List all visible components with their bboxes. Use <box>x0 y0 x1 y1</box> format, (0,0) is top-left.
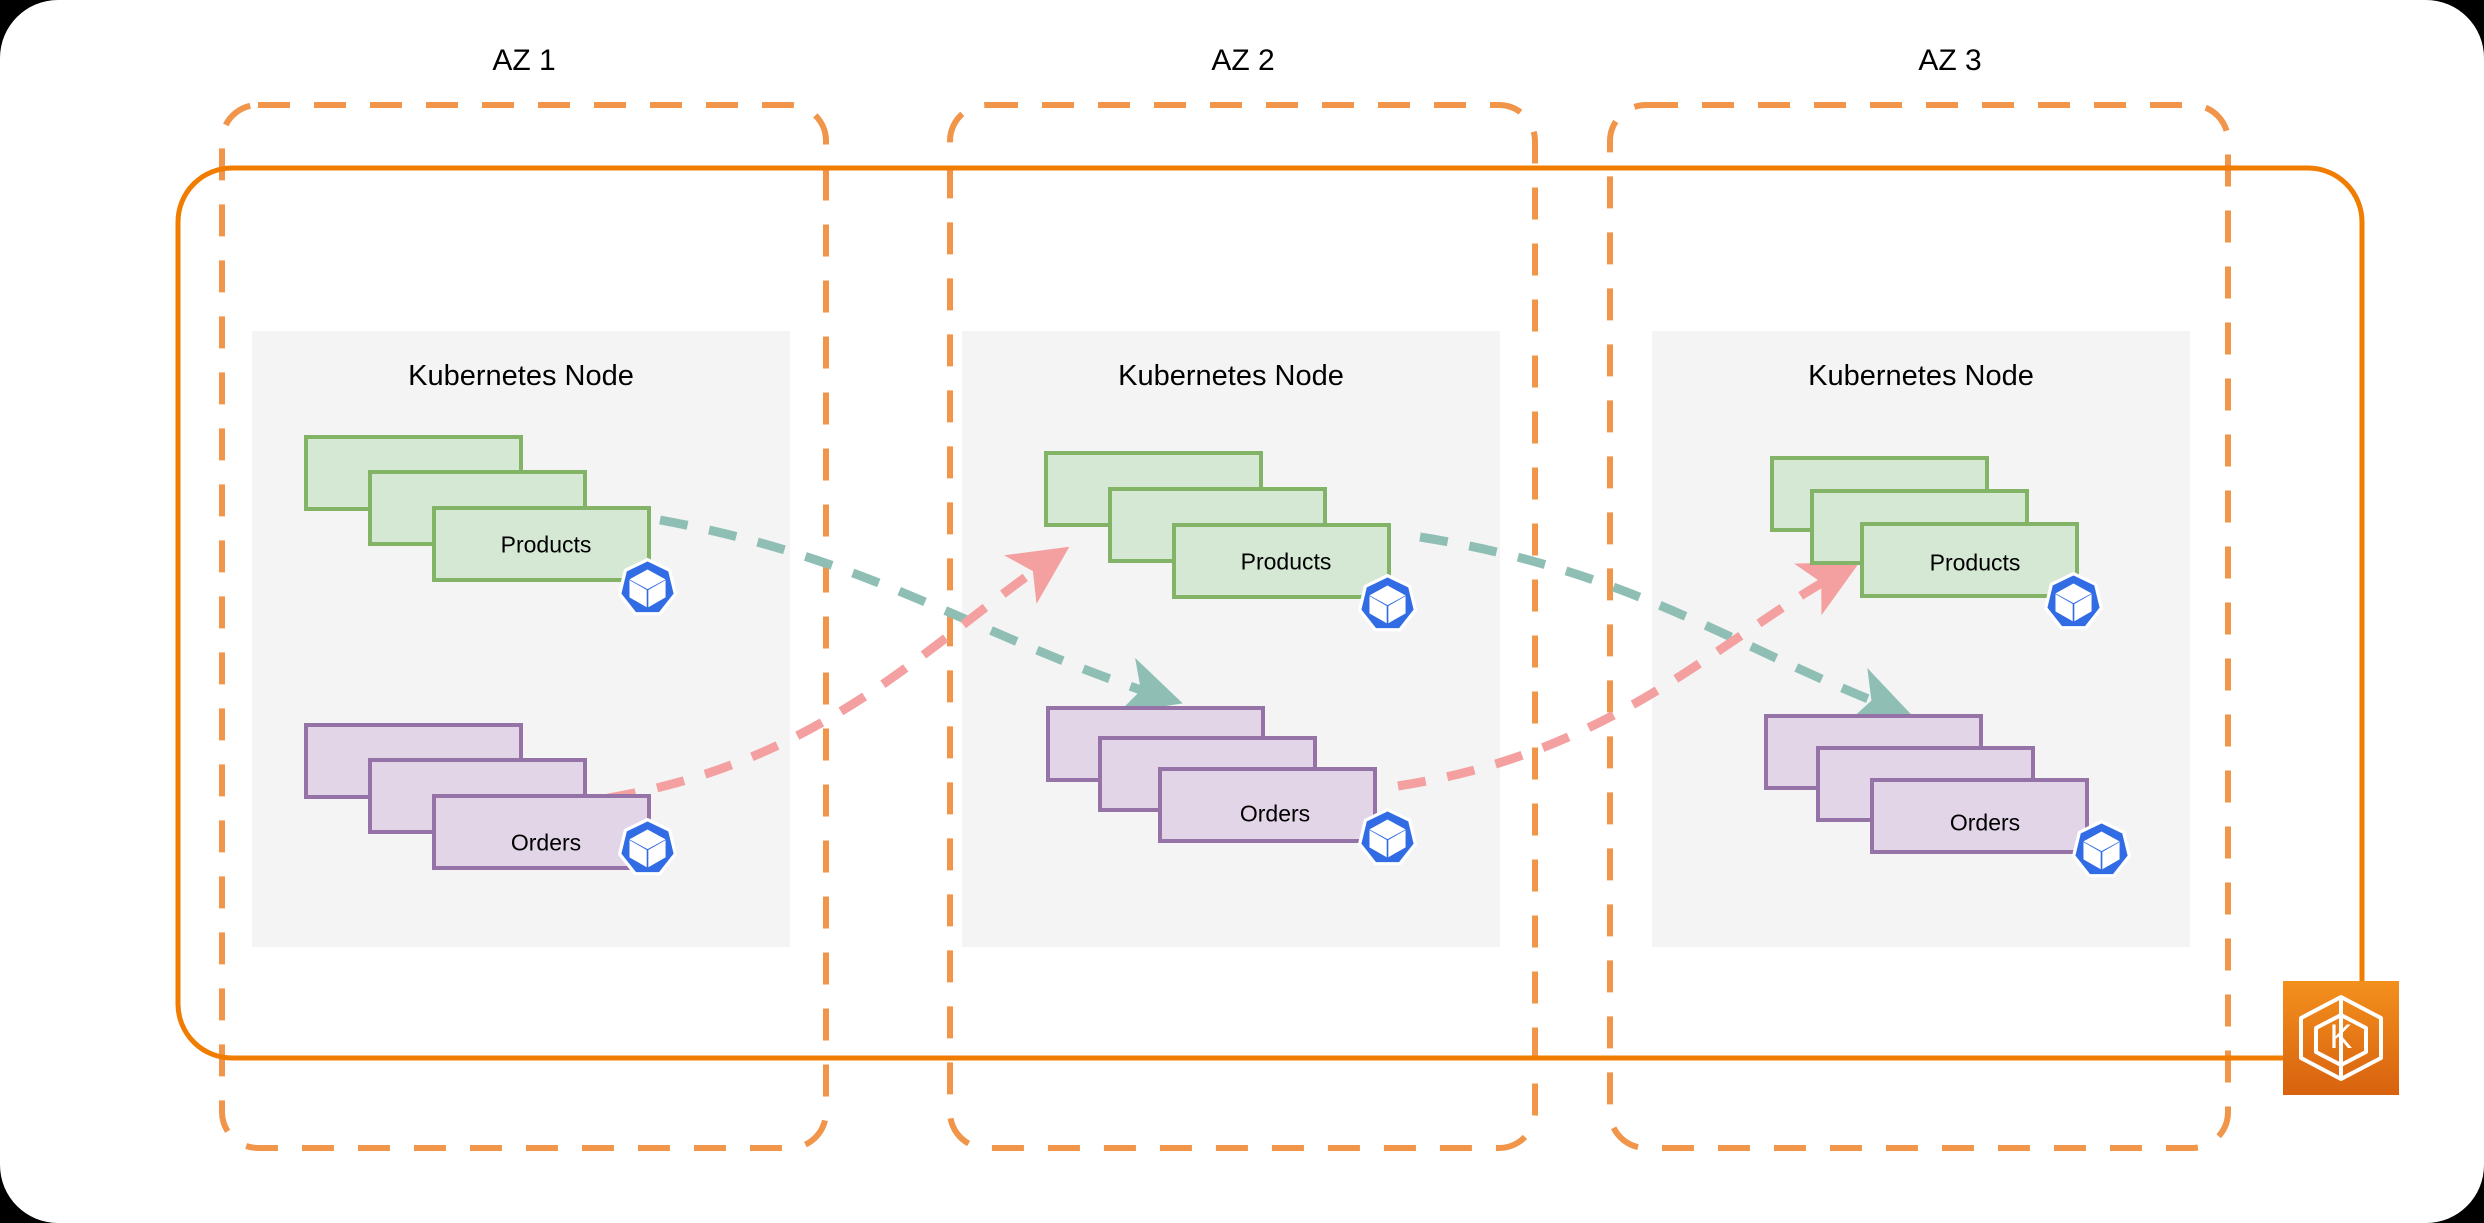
kubernetes-icon <box>618 558 678 616</box>
pod-stack-orders-az2[interactable] <box>1046 706 1377 843</box>
pod-stack-products-az3[interactable] <box>1770 456 2079 598</box>
pod-label-orders-az1: Orders <box>510 829 582 856</box>
node-title-az3: Kubernetes Node <box>1808 360 2034 392</box>
connection-products-az1-to-orders-az2 <box>659 515 1183 714</box>
kubernetes-icon <box>2072 820 2132 878</box>
kubernetes-icons <box>618 558 2132 878</box>
pod-label-products-az3: Products <box>1929 549 2021 576</box>
kubernetes-icon <box>1358 574 1418 632</box>
connection-orders-az1-to-products-az2 <box>607 546 1070 803</box>
node-title-az2: Kubernetes Node <box>1118 360 1344 392</box>
az-label-3: AZ 3 <box>1918 44 1982 77</box>
az-boundary-2 <box>947 102 1538 1151</box>
connection-products-az2-to-orders-az3 <box>1419 532 1913 723</box>
pod-label-products-az1: Products <box>500 531 592 558</box>
az-boundary-3 <box>1607 102 2231 1151</box>
pod-card[interactable] <box>1158 767 1377 843</box>
eks-badge-letter: K <box>2330 1018 2353 1056</box>
pod-label-orders-az3: Orders <box>1949 809 2021 836</box>
az-boundary-1 <box>219 102 829 1151</box>
pod-stack-products-az2[interactable] <box>1044 451 1391 599</box>
vpc-boundary <box>175 165 2365 1061</box>
pod-label-products-az2: Products <box>1240 548 1332 575</box>
pod-card[interactable] <box>1860 522 2079 598</box>
pod-stack-orders-az3[interactable] <box>1764 714 2089 854</box>
kubernetes-icon <box>618 818 678 876</box>
pod-stack-products-az1[interactable] <box>304 435 651 582</box>
kubernetes-node-panel-az2 <box>962 331 1500 947</box>
pod-label-orders-az2: Orders <box>1239 800 1311 827</box>
amazon-eks-icon: K <box>2283 981 2399 1095</box>
az-boundaries <box>219 102 2231 1151</box>
az-label-2: AZ 2 <box>1211 44 1275 77</box>
pod-card[interactable] <box>432 794 651 870</box>
node-title-az1: Kubernetes Node <box>408 360 634 392</box>
connection-arrows <box>607 515 1913 803</box>
pod-card[interactable] <box>1172 523 1391 599</box>
pod-card[interactable] <box>1870 778 2089 854</box>
kubernetes-icon <box>2044 572 2104 630</box>
az-label-1: AZ 1 <box>492 44 556 77</box>
kubernetes-icon <box>1358 808 1418 866</box>
pod-stack-orders-az1[interactable] <box>304 723 651 870</box>
pod-card[interactable] <box>432 506 651 582</box>
